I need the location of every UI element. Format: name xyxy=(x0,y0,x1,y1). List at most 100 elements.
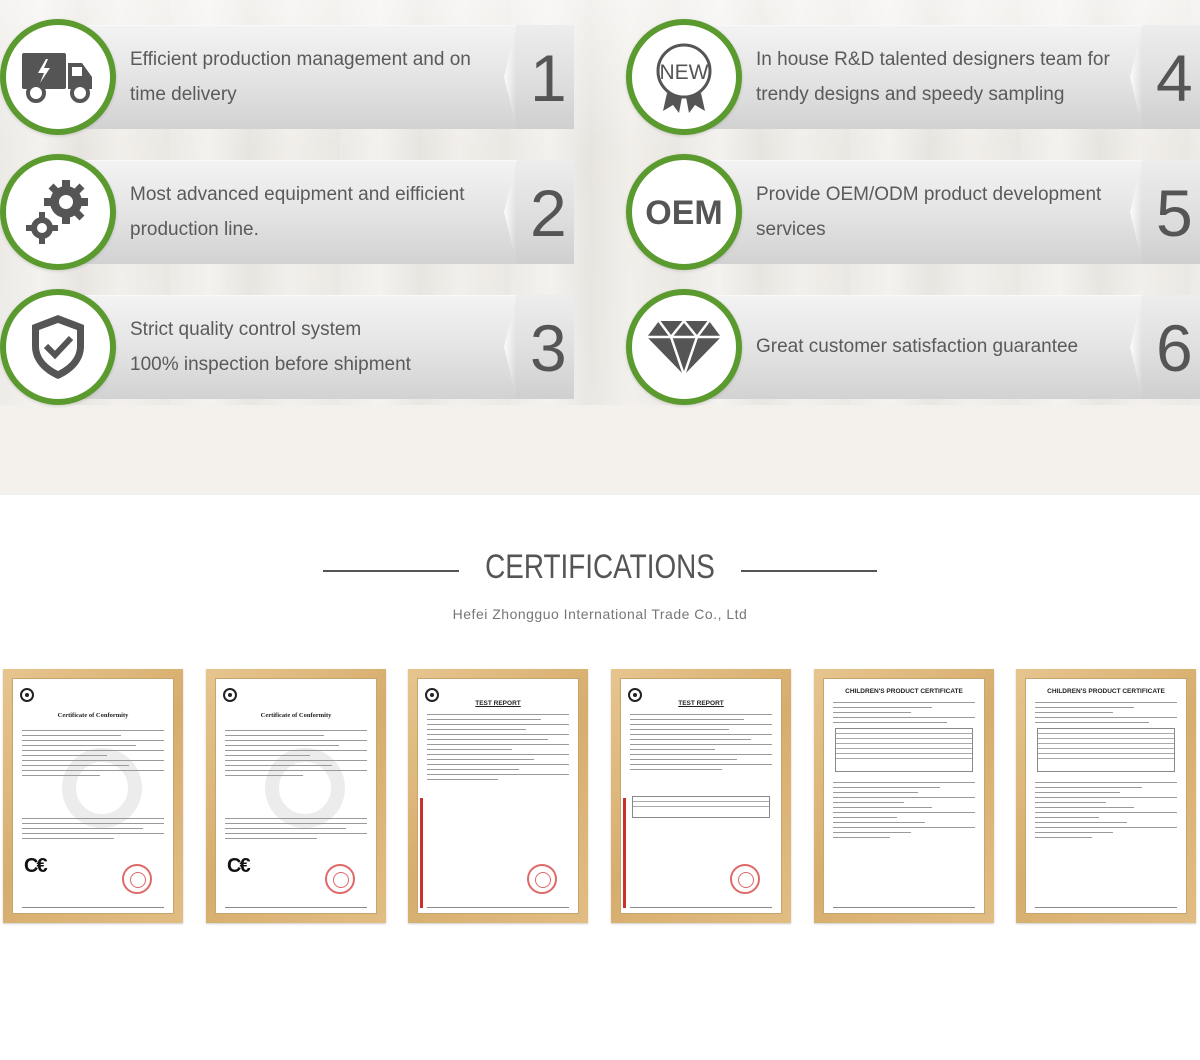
certificate-frame[interactable]: TEST REPORT xyxy=(611,669,791,923)
feature-text-line: services xyxy=(756,219,826,240)
certificate-heading: TEST REPORT xyxy=(475,700,521,707)
certificate-text-block xyxy=(1035,702,1177,727)
certifications-subtitle: Hefei Zhongguo International Trade Co., … xyxy=(452,606,748,622)
certificate-frame[interactable]: CHILDREN'S PRODUCT CERTIFICATE xyxy=(814,669,994,923)
certificate-document: CHILDREN'S PRODUCT CERTIFICATE xyxy=(823,678,985,914)
feature-icon-circle: OEM xyxy=(626,154,742,270)
ce-mark-icon: C€ xyxy=(24,855,48,877)
feature-number-panel xyxy=(504,25,574,129)
stamp-icon xyxy=(122,864,152,894)
feature-text-line: Provide OEM/ODM product development xyxy=(756,184,1102,205)
certificate-footer-rule xyxy=(1035,907,1177,908)
section-divider xyxy=(0,494,1200,495)
certificate-text-block xyxy=(833,782,975,842)
certificate-footer-rule xyxy=(833,907,975,908)
certificate-text-block xyxy=(22,818,164,843)
feature-text-line: production line. xyxy=(130,219,259,240)
cert-logo-icon xyxy=(628,688,642,702)
ce-mark-icon: C€ xyxy=(227,855,251,877)
certificate-document: CHILDREN'S PRODUCT CERTIFICATE xyxy=(1025,678,1187,914)
features-bottom-band xyxy=(0,405,1200,494)
certificate-text-block xyxy=(225,818,367,843)
oem-text-icon: OEM xyxy=(645,194,722,232)
certificate-text-block xyxy=(225,730,367,780)
feature-text: Strict quality control system 100% inspe… xyxy=(130,312,411,382)
stamp-icon xyxy=(730,864,760,894)
new-badge-icon: NEW xyxy=(656,43,712,113)
certificate-document: Certificate of Conformity C€ xyxy=(215,678,377,914)
feature-text-line: trendy designs and speedy sampling xyxy=(756,84,1065,105)
certificate-footer-rule xyxy=(22,907,164,908)
feature-bar xyxy=(666,295,1200,399)
feature-bar xyxy=(666,160,1200,264)
feature-icon-circle xyxy=(626,289,742,405)
certifications-title: CERTIFICATIONS xyxy=(485,548,715,586)
feature-icon-circle xyxy=(0,19,116,135)
feature-text-line: 100% inspection before shipment xyxy=(130,354,411,375)
feature-bar xyxy=(40,160,574,264)
cert-logo-icon xyxy=(20,688,34,702)
certificate-frame[interactable]: Certificate of Conformity C€ xyxy=(3,669,183,923)
certificate-document: TEST REPORT xyxy=(417,678,579,914)
diamond-icon xyxy=(647,319,721,377)
feature-bar xyxy=(666,25,1200,129)
feature-icon-circle: NEW xyxy=(626,19,742,135)
certificate-table xyxy=(632,796,770,818)
stamp-icon xyxy=(325,864,355,894)
feature-number: 1 xyxy=(530,41,567,115)
certifications-heading: CERTIFICATIONS xyxy=(0,548,1200,598)
gears-icon xyxy=(26,180,88,244)
feature-bar xyxy=(40,25,574,129)
certificate-text-block xyxy=(22,730,164,780)
certificate-document: Certificate of Conformity C€ xyxy=(12,678,174,914)
badge-text: OEM xyxy=(645,194,722,232)
feature-text: In house R&D talented designers team for… xyxy=(756,42,1110,112)
certificate-red-margin xyxy=(420,798,423,908)
feature-bar xyxy=(40,295,574,399)
heading-rule-left xyxy=(323,570,459,572)
certificate-frame[interactable]: Certificate of Conformity C€ xyxy=(206,669,386,923)
feature-number-panel xyxy=(1130,160,1200,264)
feature-item-2: 2 Most advan xyxy=(0,154,574,270)
certificate-document: TEST REPORT xyxy=(620,678,782,914)
certificate-table xyxy=(835,728,973,772)
features-section: 1 Efficient production management and on… xyxy=(0,0,1200,494)
heading-rule-right xyxy=(741,570,877,572)
feature-item-5: 5 OEM Provide OEM/ODM product developmen… xyxy=(626,154,1200,270)
certificate-frame[interactable]: CHILDREN'S PRODUCT CERTIFICATE xyxy=(1016,669,1196,923)
feature-text: Efficient production management and on t… xyxy=(130,42,471,112)
certificate-heading: CHILDREN'S PRODUCT CERTIFICATE xyxy=(1047,688,1165,695)
feature-number: 2 xyxy=(530,176,567,250)
feature-icon-circle xyxy=(0,289,116,405)
certificate-text-block xyxy=(1035,782,1177,842)
badge-text: NEW xyxy=(660,61,709,84)
feature-icon-circle xyxy=(0,154,116,270)
feature-item-4: 4 NEW In house R&D talented designers te… xyxy=(626,19,1200,135)
feature-text-line: Efficient production management and on xyxy=(130,49,471,70)
feature-text: Most advanced equipment and eifficient p… xyxy=(130,177,464,247)
feature-item-1: 1 Efficient production management and on… xyxy=(0,19,574,135)
certificate-footer-rule xyxy=(427,907,569,908)
certificate-text-block xyxy=(630,714,772,774)
certificate-gallery: Certificate of Conformity C€ Certificate… xyxy=(0,669,1200,923)
certificate-footer-rule xyxy=(225,907,367,908)
feature-number: 6 xyxy=(1156,311,1193,385)
stamp-icon xyxy=(527,864,557,894)
certificate-red-margin xyxy=(623,798,626,908)
delivery-truck-icon xyxy=(22,53,92,103)
cert-logo-icon xyxy=(425,688,439,702)
cert-logo-icon xyxy=(223,688,237,702)
feature-text: Great customer satisfaction guarantee xyxy=(756,329,1078,364)
certificate-heading: Certificate of Conformity xyxy=(260,712,332,719)
certificate-frame[interactable]: TEST REPORT xyxy=(408,669,588,923)
feature-item-6: 6 Great customer satisfaction guarantee xyxy=(626,289,1200,405)
certificate-heading: CHILDREN'S PRODUCT CERTIFICATE xyxy=(845,688,963,695)
feature-number: 5 xyxy=(1156,176,1193,250)
certificate-text-block xyxy=(833,702,975,727)
feature-text-line: Most advanced equipment and eifficient xyxy=(130,184,465,205)
certificate-table xyxy=(1037,728,1175,772)
certificate-footer-rule xyxy=(630,907,772,908)
certificate-heading: TEST REPORT xyxy=(678,700,724,707)
feature-text-line: Strict quality control system xyxy=(130,319,362,340)
feature-text-line: Great customer satisfaction guarantee xyxy=(756,336,1079,357)
